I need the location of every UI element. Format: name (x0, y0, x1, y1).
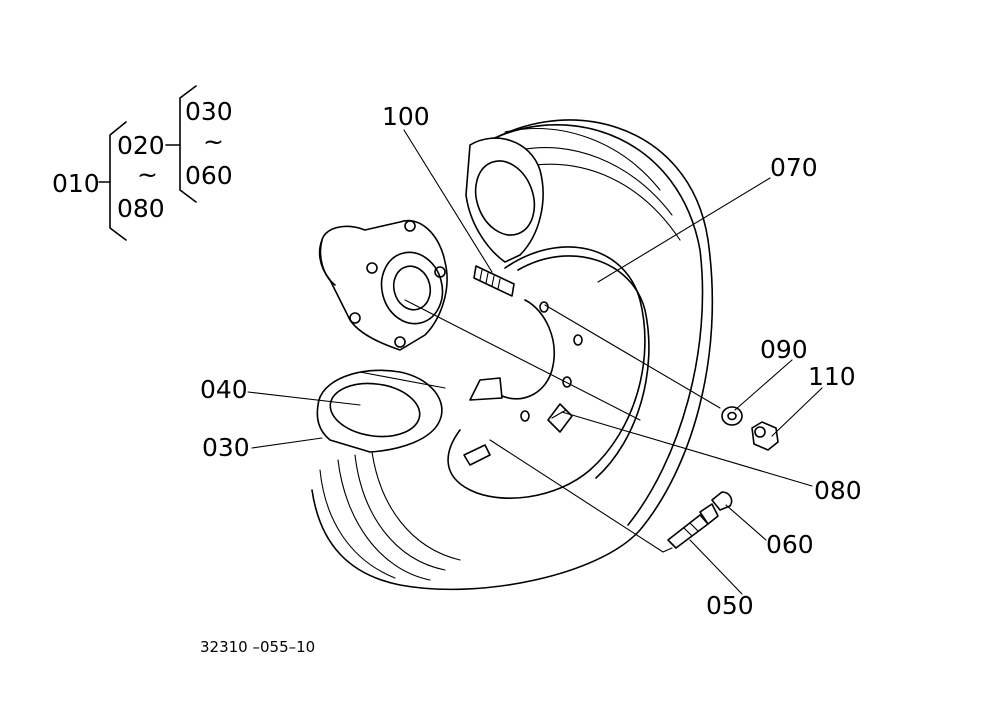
callout-060: 060 (766, 530, 814, 559)
tree-bracket-level2 (179, 85, 197, 203)
callout-110: 110 (808, 362, 856, 391)
tire-drawing (311, 119, 714, 591)
tree-level1-bottom-label: 080 (117, 194, 165, 223)
callout-030: 030 (202, 433, 250, 462)
callout-100: 100 (382, 102, 430, 131)
callout-040: 040 (200, 375, 248, 404)
tree-level2-tilde: ~ (203, 127, 224, 156)
assembly-tree: 010 020 ~ 080 030 ~ 060 (52, 85, 233, 241)
callout-070: 070 (770, 153, 818, 182)
tree-level2-top-label: 030 (185, 97, 233, 126)
leader-lines (247, 129, 823, 595)
callout-labels: 100 070 090 110 040 030 080 060 050 (200, 102, 862, 620)
tree-level2-bottom-label: 060 (185, 161, 233, 190)
tree-level1-top-label: 020 (117, 131, 165, 160)
rim-drawing (447, 246, 650, 499)
callout-090: 090 (760, 335, 808, 364)
callout-080: 080 (814, 476, 862, 505)
hub-drawing (318, 219, 448, 351)
figure-code: 32310 –055–10 (200, 638, 315, 656)
callout-050: 050 (706, 591, 754, 620)
hardware-drawing (463, 265, 779, 549)
tree-level1-tilde: ~ (137, 160, 158, 189)
tree-root-label: 010 (52, 169, 100, 198)
tree-bracket-level1 (109, 121, 127, 241)
